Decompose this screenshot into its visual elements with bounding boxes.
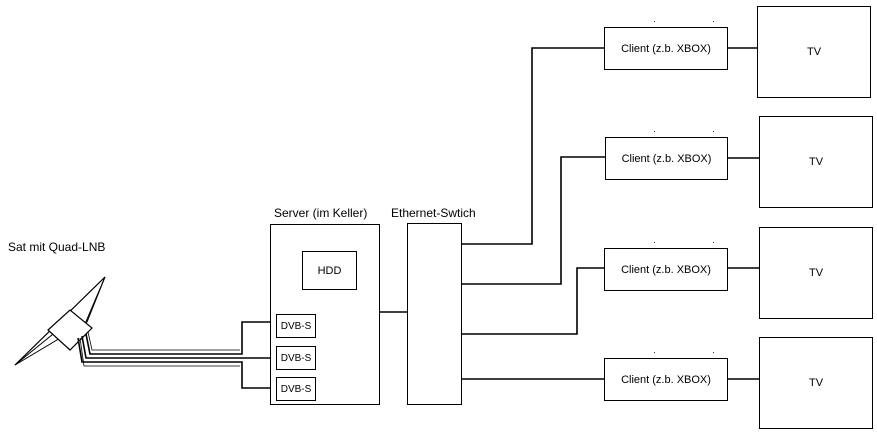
client-box-2: Client (z.b. XBOX) (605, 137, 728, 180)
satellite-dish-icon (14, 276, 106, 366)
ethernet-switch-box (407, 223, 462, 405)
lnb-cables (77, 321, 276, 389)
dvb-s-tuner-3: DVB-S (276, 377, 316, 401)
switch-label: Ethernet-Swtich (391, 206, 476, 220)
server-label: Server (im Keller) (274, 206, 368, 220)
hdd-box: HDD (302, 251, 357, 290)
client-marker (654, 131, 655, 132)
dvb-s-tuner-2: DVB-S (276, 346, 316, 370)
client-marker (654, 242, 655, 243)
network-links (461, 47, 605, 380)
client-marker (713, 131, 714, 132)
tv-box-2: TV (759, 116, 873, 208)
dvb-s-tuner-1: DVB-S (276, 314, 316, 338)
client-box-1: Client (z.b. XBOX) (604, 27, 728, 70)
client-marker (654, 21, 655, 22)
client-box-3: Client (z.b. XBOX) (604, 248, 728, 291)
tv-box-3: TV (759, 227, 873, 319)
satellite-label: Sat mit Quad-LNB (8, 240, 106, 254)
client-box-4: Client (z.b. XBOX) (604, 358, 728, 401)
client-marker (654, 352, 655, 353)
tv-box-4: TV (759, 337, 873, 429)
client-marker (713, 352, 714, 353)
client-marker (713, 21, 714, 22)
hdmi-links (727, 47, 760, 380)
client-marker (713, 242, 714, 243)
tv-box-1: TV (757, 6, 871, 98)
